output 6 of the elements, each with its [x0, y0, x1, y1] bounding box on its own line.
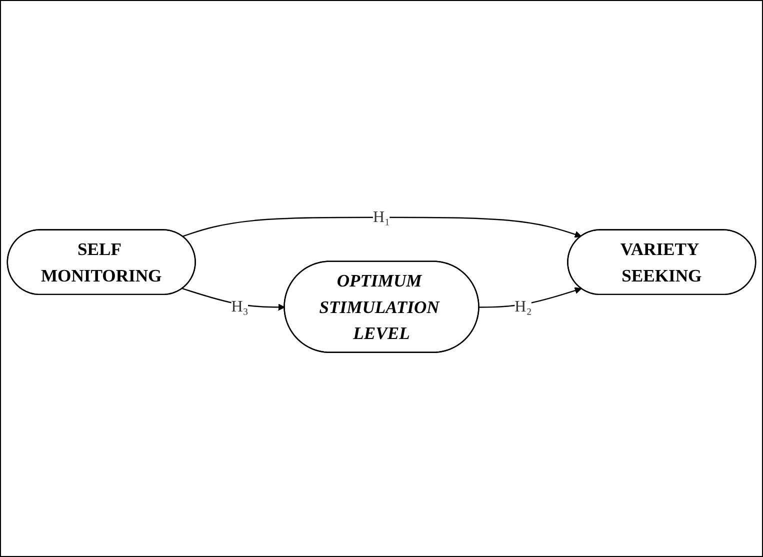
edge-label: H₂ — [514, 298, 532, 316]
arrow — [182, 288, 285, 310]
edge-label: H₁ — [372, 208, 390, 226]
edge-label: H₃ — [231, 298, 248, 316]
arrow — [182, 216, 582, 238]
arrow — [479, 286, 582, 308]
